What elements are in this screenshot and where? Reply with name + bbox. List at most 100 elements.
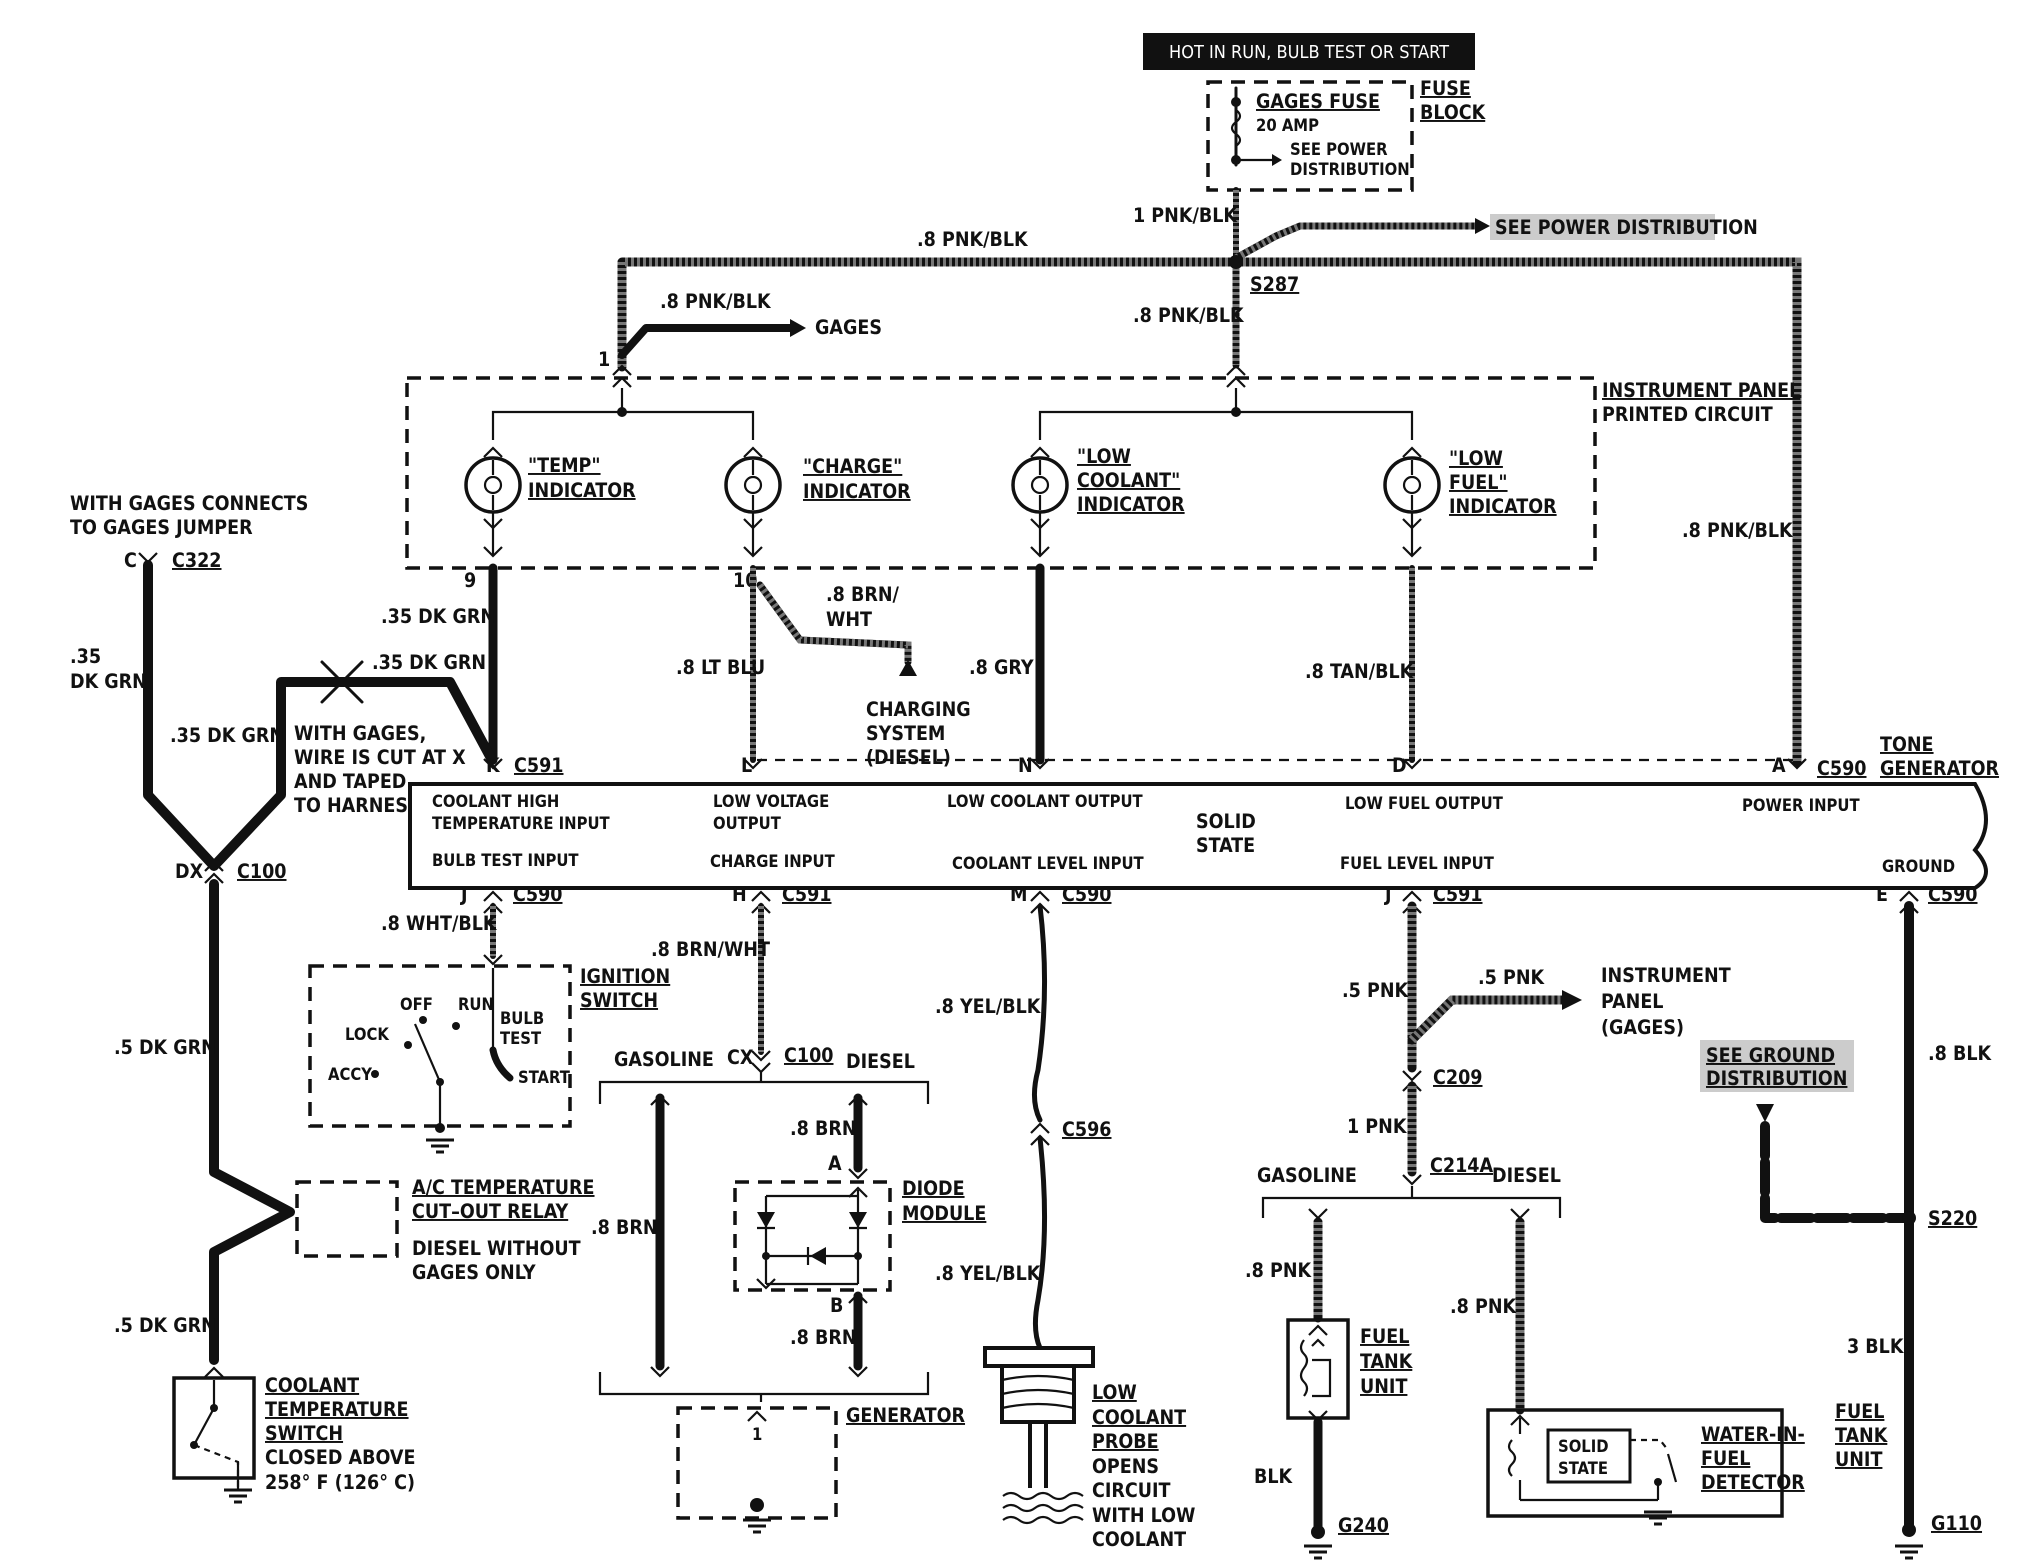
ign-accy: ACCY bbox=[328, 1065, 372, 1084]
pin-a: A bbox=[1772, 754, 1786, 777]
gen-pin: 1 bbox=[752, 1425, 762, 1444]
power-wires: SEE POWER DISTRIBUTION 1 PNK/BLK .8 PNK/… bbox=[617, 187, 1802, 768]
cut-note-3: AND TAPED bbox=[294, 770, 406, 793]
relay-2: CUT–OUT RELAY bbox=[412, 1200, 568, 1223]
charging-system-1: CHARGING bbox=[866, 698, 971, 721]
wire-35-temp: .35 DK GRN bbox=[381, 605, 495, 628]
fuel-5pnk-2: .5 PNK bbox=[1478, 966, 1546, 989]
lowcool-label-3: INDICATOR bbox=[1077, 493, 1185, 516]
in-power: POWER INPUT bbox=[1742, 796, 1860, 815]
charge-c591-h: C591 bbox=[782, 883, 832, 906]
wire-brnwht-2: WHT bbox=[826, 608, 872, 631]
wire-right: .8 PNK/BLK bbox=[1682, 519, 1794, 542]
fuse-icon bbox=[1230, 109, 1242, 147]
wire-ltblu: .8 LT BLU bbox=[676, 656, 765, 679]
ip-gages-3: (GAGES) bbox=[1601, 1016, 1684, 1039]
charge-label-2: INDICATOR bbox=[803, 480, 911, 503]
wif-1: WATER-IN- bbox=[1701, 1423, 1805, 1446]
fuse-block-label-2: BLOCK bbox=[1420, 101, 1487, 124]
cut-note-1: WITH GAGES, bbox=[294, 722, 426, 745]
dx-pin: DX bbox=[175, 860, 204, 883]
see-ground-2: DISTRIBUTION bbox=[1706, 1067, 1847, 1090]
wire-brnwht-1: .8 BRN/ bbox=[826, 583, 900, 606]
fuel-c591-j: C591 bbox=[1433, 883, 1483, 906]
fuel-1pnk: 1 PNK bbox=[1347, 1115, 1408, 1138]
charge-brn-left: .8 BRN bbox=[591, 1216, 658, 1239]
gages-note-2: TO GAGES JUMPER bbox=[70, 516, 253, 539]
ign-title-1: IGNITION bbox=[580, 965, 670, 988]
solid-state-1: SOLID bbox=[1196, 810, 1256, 833]
hot-label: HOT IN RUN, BULB TEST OR START bbox=[1169, 42, 1449, 63]
wire-fuse-out: 1 PNK/BLK bbox=[1133, 204, 1238, 227]
ip-gages-1: INSTRUMENT bbox=[1601, 964, 1731, 987]
fuel-pin-j: J bbox=[1384, 883, 1392, 906]
charge-c100: C100 bbox=[784, 1044, 834, 1067]
diode-icon bbox=[757, 1212, 775, 1228]
ftu-d-3: UNIT bbox=[1835, 1448, 1882, 1471]
lowfuel-label-1: "LOW bbox=[1449, 447, 1503, 470]
in-charge: CHARGE INPUT bbox=[710, 852, 836, 871]
ignition-circuit: J C590 .8 WHT/BLK IGNITION SWITCH OFF RU… bbox=[308, 883, 670, 1154]
upper-wires: .35 DK GRN .8 LT BLU .8 BRN/ WHT CHARGIN… bbox=[381, 563, 1798, 769]
in-fuel-level: FUEL LEVEL INPUT bbox=[1340, 854, 1495, 873]
in-coolant-1: COOLANT HIGH bbox=[432, 792, 559, 811]
wif-2: FUEL bbox=[1701, 1447, 1750, 1470]
in-bulb: BULB TEST INPUT bbox=[432, 851, 579, 870]
cool-yelblk-1: .8 YEL/BLK bbox=[935, 995, 1042, 1018]
out-lowvolt-1: LOW VOLTAGE bbox=[713, 792, 829, 811]
gnd-g110: G110 bbox=[1931, 1512, 1982, 1535]
ground-icon bbox=[1642, 1510, 1674, 1526]
wire-5-1: .5 DK GRN bbox=[114, 1036, 216, 1059]
out-lowfuel: LOW FUEL OUTPUT bbox=[1345, 794, 1504, 813]
out-lowvolt-2: OUTPUT bbox=[713, 814, 782, 833]
gnd-c590-e: C590 bbox=[1928, 883, 1978, 906]
ground-icon bbox=[424, 1138, 456, 1154]
wire-35-mid: .35 DK GRN bbox=[170, 724, 284, 747]
fuse-see-power-1: SEE POWER bbox=[1290, 140, 1388, 159]
wire-35-1: .35 bbox=[70, 645, 101, 668]
gnd-s220: S220 bbox=[1928, 1207, 1977, 1230]
cts-2: TEMPERATURE bbox=[265, 1398, 409, 1421]
gages-note-1: WITH GAGES CONNECTS bbox=[70, 492, 308, 515]
probe-7: COOLANT bbox=[1092, 1528, 1186, 1551]
pin-l: L bbox=[741, 754, 752, 777]
ftu-d-2: TANK bbox=[1835, 1424, 1889, 1447]
low-coolant-indicator-lamp bbox=[1011, 446, 1069, 558]
splice-s287 bbox=[1229, 255, 1243, 269]
probe-5: CIRCUIT bbox=[1092, 1479, 1171, 1502]
hot-in-run-banner: HOT IN RUN, BULB TEST OR START bbox=[1143, 33, 1475, 70]
wire-tanblk: .8 TAN/BLK bbox=[1305, 660, 1415, 683]
probe-2: COOLANT bbox=[1092, 1406, 1186, 1429]
cool-c596: C596 bbox=[1062, 1118, 1112, 1141]
resistor-icon bbox=[1299, 1339, 1309, 1397]
lowcool-label-2: COOLANT" bbox=[1077, 469, 1180, 492]
charge-diesel: DIESEL bbox=[846, 1050, 915, 1073]
fuel-5pnk: .5 PNK bbox=[1342, 979, 1410, 1002]
diode-1: DIODE bbox=[902, 1177, 965, 1200]
left-wiring: WITH GAGES CONNECTS TO GAGES JUMPER C C3… bbox=[70, 492, 595, 1504]
cts-4: CLOSED ABOVE bbox=[265, 1446, 415, 1469]
out-lowcool: LOW COOLANT OUTPUT bbox=[947, 792, 1144, 811]
diode-module bbox=[733, 1180, 892, 1292]
ignition-switch bbox=[308, 964, 572, 1128]
pin-k: K bbox=[486, 754, 501, 777]
charge-label-1: "CHARGE" bbox=[803, 455, 902, 478]
relay-3: DIESEL WITHOUT bbox=[412, 1237, 581, 1260]
charge-cx: CX bbox=[727, 1046, 754, 1069]
ground-icon bbox=[741, 1518, 773, 1534]
fuel-tank-unit-diesel bbox=[1486, 1408, 1784, 1526]
pin-d: D bbox=[1392, 754, 1407, 777]
ip-title-2: PRINTED CIRCUIT bbox=[1602, 403, 1773, 426]
wif-3: DETECTOR bbox=[1701, 1471, 1805, 1494]
c591-k: C591 bbox=[514, 754, 564, 777]
ground-icon bbox=[1302, 1544, 1334, 1560]
probe-1: LOW bbox=[1092, 1381, 1137, 1404]
cool-pin-m: M bbox=[1010, 883, 1027, 906]
tone-title-1: TONE bbox=[1880, 733, 1934, 756]
fuse-block-label-1: FUSE bbox=[1420, 77, 1471, 100]
wire-gry: .8 GRY bbox=[969, 656, 1034, 679]
charge-pin-b: B bbox=[830, 1294, 843, 1317]
cool-yelblk-2: .8 YEL/BLK bbox=[935, 1262, 1042, 1285]
arrow-right-icon bbox=[1272, 154, 1282, 166]
